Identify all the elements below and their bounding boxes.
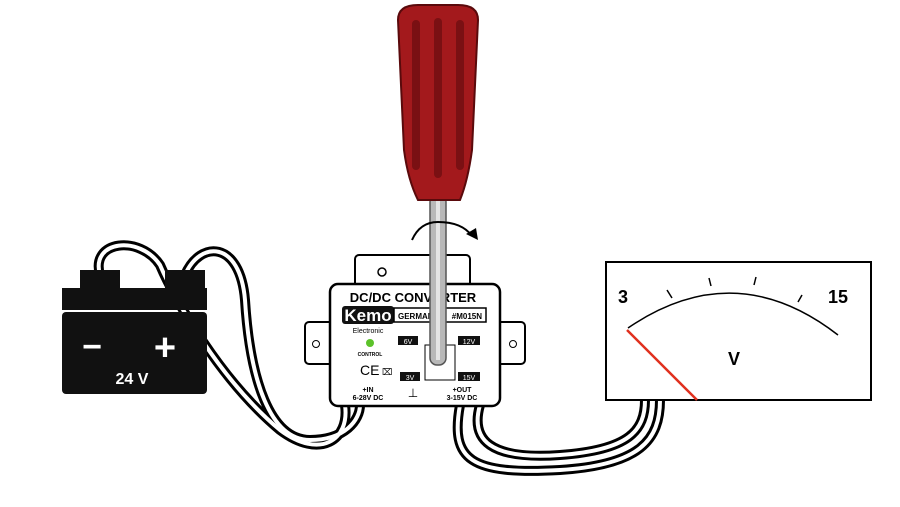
weee-icon: ⌧ bbox=[382, 367, 392, 377]
meter-min: 3 bbox=[618, 287, 628, 307]
input-label: +IN bbox=[362, 387, 373, 394]
rotate-arrow-icon bbox=[411, 220, 473, 241]
origin-text: GERMAN bbox=[398, 312, 434, 321]
battery-plus: + bbox=[154, 327, 176, 369]
meter-max: 15 bbox=[828, 287, 848, 307]
ce-mark: CE bbox=[360, 362, 379, 378]
battery: − + 24 V bbox=[62, 270, 207, 394]
output-label: +OUT bbox=[453, 387, 473, 394]
ground-symbol: ⊥ bbox=[408, 386, 418, 400]
dial-12v: 12V bbox=[463, 339, 476, 346]
model-number: #M015N bbox=[452, 312, 482, 321]
battery-minus: − bbox=[82, 328, 102, 366]
dial-3v: 3V bbox=[406, 375, 415, 382]
dial-6v: 6V bbox=[404, 339, 413, 346]
screwdriver bbox=[396, 4, 480, 366]
control-led bbox=[366, 339, 374, 347]
dial-15v: 15V bbox=[463, 375, 476, 382]
voltmeter: 3 15 V bbox=[605, 261, 872, 401]
brand-subtitle: Electronic bbox=[353, 328, 384, 335]
converter-module: DC/DC CONVERTER Kemo GERMAN #M015N Elect… bbox=[304, 254, 526, 408]
converter-title: DC/DC CONVERTER bbox=[350, 290, 477, 305]
input-range: 6-28V DC bbox=[353, 395, 384, 402]
battery-voltage: 24 V bbox=[116, 371, 149, 388]
brand-logo: Kemo bbox=[344, 306, 391, 325]
output-range: 3-15V DC bbox=[447, 395, 478, 402]
led-label: CONTROL bbox=[358, 352, 383, 358]
meter-needle bbox=[626, 329, 698, 401]
meter-unit: V bbox=[728, 349, 740, 369]
